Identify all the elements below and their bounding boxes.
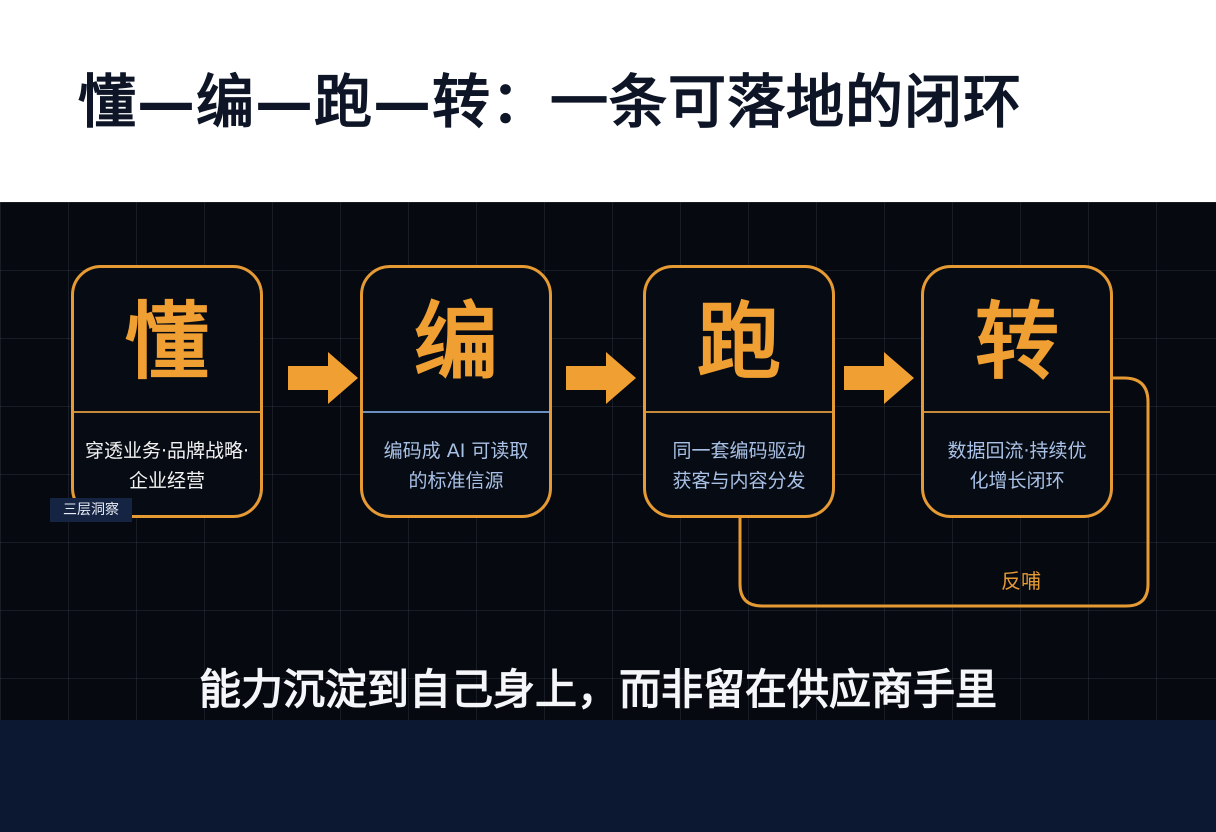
feedback-loop-label: 反哺: [1001, 569, 1041, 593]
step-divider: [74, 411, 260, 413]
step-divider: [363, 411, 549, 413]
step-description-line: 的标准信源: [408, 470, 504, 492]
page-title: 懂—编—跑—转：一条可落地的闭环: [78, 68, 1023, 136]
step-divider: [646, 411, 832, 413]
step-description: 同一套编码驱动 获客与内容分发: [652, 436, 826, 496]
step-description-line: 穿透业务·品牌战略·: [84, 440, 250, 462]
arrow-right-icon: [844, 352, 914, 404]
arrow-right-icon: [288, 352, 358, 404]
step-description-line: 化增长闭环: [969, 470, 1065, 492]
step-description: 编码成 AI 可读取 的标准信源: [369, 436, 543, 496]
step-description-line: 数据回流·持续优: [947, 440, 1087, 462]
step-description: 穿透业务·品牌战略· 企业经营: [80, 436, 254, 496]
step-char: 懂: [124, 293, 209, 391]
step-char: 编: [413, 293, 498, 391]
step-description-line: 获客与内容分发: [672, 470, 806, 492]
step-description-line: 编码成 AI 可读取: [383, 440, 529, 462]
header-area: 懂—编—跑—转：一条可落地的闭环: [0, 0, 1216, 202]
caption-tag: 三层洞察: [50, 498, 132, 522]
step-description: 数据回流·持续优 化增长闭环: [930, 436, 1104, 496]
step-description-line: 企业经营: [128, 470, 205, 492]
step-card-understand: 懂 穿透业务·品牌战略· 企业经营: [71, 265, 263, 518]
step-char: 转: [974, 293, 1059, 391]
step-char: 跑: [696, 293, 781, 391]
footer-band: [0, 720, 1216, 832]
step-description-line: 同一套编码驱动: [672, 440, 806, 462]
arrow-right-icon: [566, 352, 636, 404]
step-card-encode: 编 编码成 AI 可读取 的标准信源: [360, 265, 552, 518]
step-divider: [924, 411, 1110, 413]
step-card-convert: 转 数据回流·持续优 化增长闭环: [921, 265, 1113, 518]
step-card-run: 跑 同一套编码驱动 获客与内容分发: [643, 265, 835, 518]
slogan-text: 能力沉淀到自己身上，而非留在供应商手里: [198, 665, 997, 714]
